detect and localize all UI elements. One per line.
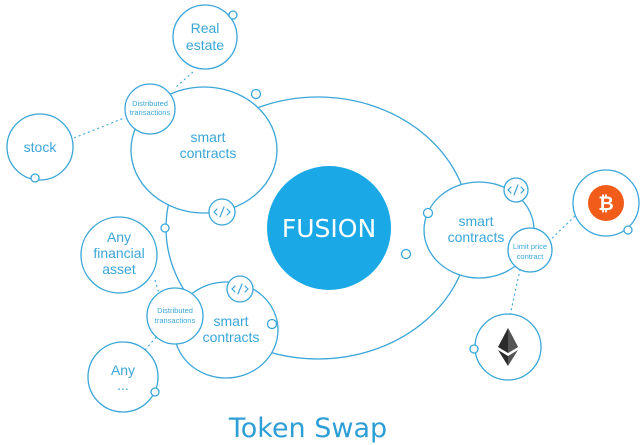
connector-any-more xyxy=(144,335,158,351)
code-icon xyxy=(507,184,525,196)
ethereum-icon xyxy=(498,328,518,366)
real-estate-line1: Real xyxy=(191,20,220,36)
hub-top-left-line2: contracts xyxy=(180,145,237,161)
code-icon xyxy=(231,283,249,295)
any-financial-line1: Any xyxy=(107,229,131,245)
hub-sub-circle xyxy=(124,83,176,135)
svg-text:₿: ₿ xyxy=(598,193,613,215)
node-handle xyxy=(228,10,238,20)
any-more-line1: Any xyxy=(111,362,135,378)
node-handle xyxy=(150,387,160,397)
node-any-financial-asset xyxy=(80,216,158,294)
node-handle xyxy=(160,223,170,233)
hub-bottom-left-sub1: Distributed xyxy=(157,306,193,315)
stock-label: stock xyxy=(24,139,58,155)
code-icon xyxy=(213,206,231,218)
hub-top-left-sub1: Distributed xyxy=(132,99,168,108)
hub-bottom-left-sub2: transactions xyxy=(155,316,196,325)
hub-right-line2: contracts xyxy=(448,229,505,245)
node-stock xyxy=(6,113,74,181)
node-any-more xyxy=(87,341,159,413)
node-handle xyxy=(30,173,40,183)
hub-top-left-line1: smart xyxy=(191,129,226,145)
hub-right-sub1: Limit price xyxy=(513,242,547,251)
hub-top-left-sub2: transactions xyxy=(130,108,171,117)
hub-right-sub2: contract xyxy=(517,252,545,261)
footer-title: Token Swap xyxy=(228,413,387,444)
node-handle xyxy=(266,318,278,330)
hub-sub-circle xyxy=(146,287,204,345)
any-financial-line2: financial xyxy=(93,245,144,261)
node-real-estate xyxy=(172,4,238,70)
real-estate-line2: estate xyxy=(186,37,224,53)
connector-bitcoin xyxy=(544,215,576,246)
hub-sub-circle xyxy=(507,227,553,273)
connector-real-estate xyxy=(174,71,194,89)
any-more-line2: ... xyxy=(117,377,129,393)
hub-bottom-left-line2: contracts xyxy=(203,329,260,345)
node-handle xyxy=(623,225,633,235)
bitcoin-icon: ₿ xyxy=(588,185,624,221)
connector-stock xyxy=(73,117,125,139)
node-handle xyxy=(469,344,479,354)
fusion-label: FUSION xyxy=(282,214,376,243)
connector-ethereum xyxy=(508,269,521,321)
node-handle xyxy=(422,207,434,219)
ring-handle xyxy=(400,248,412,260)
any-financial-line3: asset xyxy=(102,261,136,277)
hub-bottom-left-line1: smart xyxy=(214,313,249,329)
fusion-core xyxy=(267,166,391,290)
hub-right-line1: smart xyxy=(459,213,494,229)
ring-handle xyxy=(250,88,262,100)
